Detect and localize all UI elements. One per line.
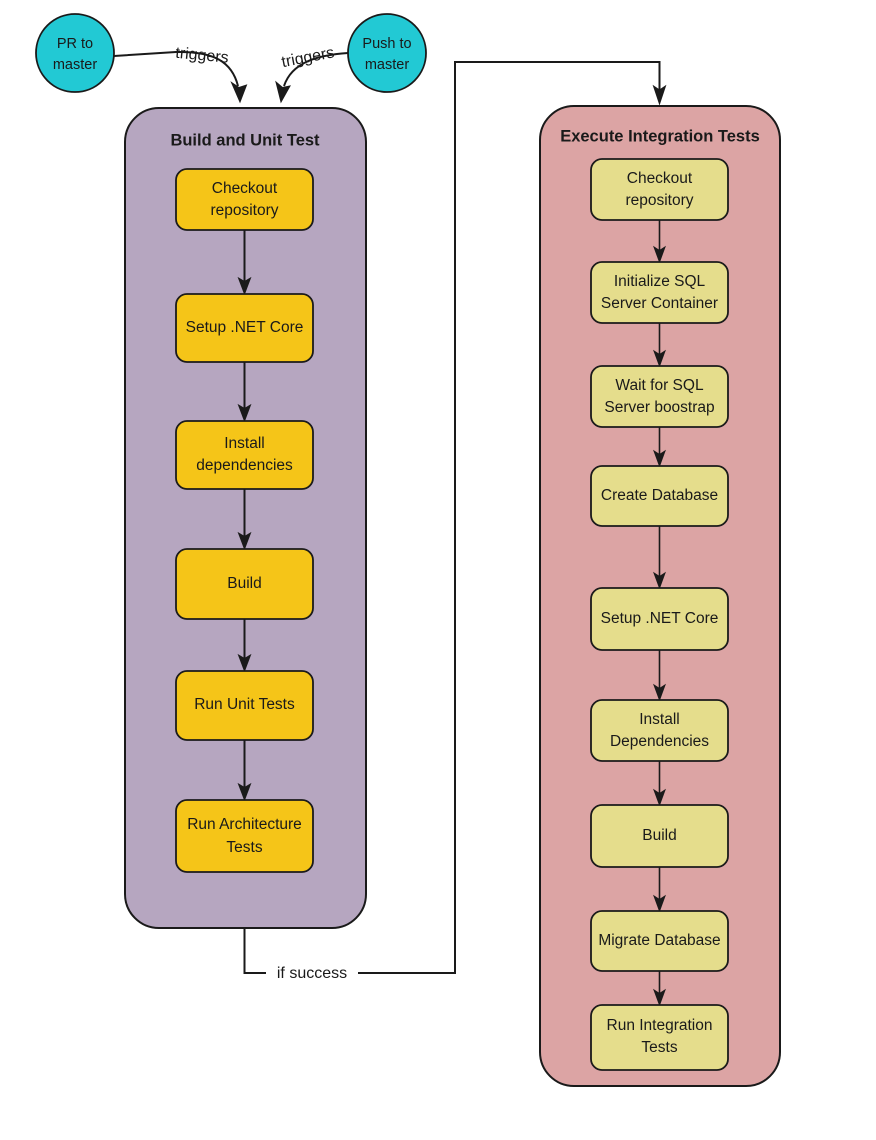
- edge-build-to-unit-tests: [237, 619, 252, 673]
- edge-pr-triggers-build-arrow: [230, 81, 248, 104]
- edge-r6-r7-arrow: [653, 788, 666, 807]
- edge-r2-r3-arrow: [653, 349, 666, 368]
- node-checkout-repository-2-shape[interactable]: [590, 158, 729, 221]
- node-initialize-sql-server-container-label-line2: Server Container: [601, 295, 718, 312]
- edge-pr-triggers-build-line: [113, 50, 239, 87]
- trigger-pr-to-master[interactable]: PR to master: [35, 13, 115, 93]
- node-run-architecture-tests[interactable]: Run Architecture Tests: [175, 799, 314, 873]
- trigger-pr-to-master-label-line2: master: [53, 57, 97, 73]
- edge-r5-r6-arrow: [653, 683, 666, 702]
- trigger-push-to-master-shape[interactable]: [347, 13, 427, 93]
- edge-if-success: if success: [243, 61, 667, 985]
- node-setup-dotnet-core-2[interactable]: Setup .NET Core: [590, 587, 729, 651]
- edge-setup-to-install-arrow: [237, 403, 252, 423]
- node-wait-for-sql-server-boostrap-label-line2: Server boostrap: [604, 399, 714, 416]
- edge-r7-r8: [653, 867, 666, 913]
- edge-label-if-success: if success: [277, 965, 347, 982]
- edge-install-to-build: [237, 489, 252, 551]
- edge-build-to-unit-tests-arrow: [237, 653, 252, 673]
- edge-if-success-arrow: [652, 84, 667, 106]
- trigger-push-to-master-label-line2: master: [365, 57, 409, 73]
- trigger-pr-to-master-shape[interactable]: [35, 13, 115, 93]
- node-checkout-repository-label-line1: Checkout: [212, 180, 278, 197]
- node-build-2[interactable]: Build: [590, 804, 729, 868]
- node-initialize-sql-server-container-shape[interactable]: [590, 261, 729, 324]
- edge-r8-r9: [653, 971, 666, 1007]
- node-create-database[interactable]: Create Database: [590, 465, 729, 527]
- edge-push-triggers-build: [275, 52, 349, 104]
- edge-unit-tests-to-architecture-tests-arrow: [237, 782, 252, 802]
- edge-r8-r9-arrow: [653, 988, 666, 1007]
- edge-setup-to-install: [237, 362, 252, 423]
- node-build-label-line1: Build: [227, 575, 261, 592]
- node-build[interactable]: Build: [175, 548, 314, 620]
- node-setup-dotnet-core-label-line1: Setup .NET Core: [186, 319, 304, 336]
- node-run-architecture-tests-label-line2: Tests: [226, 839, 262, 856]
- node-run-architecture-tests-shape[interactable]: [175, 799, 314, 873]
- node-wait-for-sql-server-boostrap-shape[interactable]: [590, 365, 729, 428]
- node-migrate-database[interactable]: Migrate Database: [590, 910, 729, 972]
- edge-label-triggers-right: triggers: [280, 44, 336, 71]
- container-execute-integration-tests-title: Execute Integration Tests: [560, 127, 760, 145]
- trigger-push-to-master[interactable]: Push to master: [347, 13, 427, 93]
- node-initialize-sql-server-container[interactable]: Initialize SQL Server Container: [590, 261, 729, 324]
- node-run-architecture-tests-label-line1: Run Architecture: [187, 816, 302, 833]
- edge-r3-r4: [653, 427, 666, 468]
- edge-r3-r4-arrow: [653, 449, 666, 468]
- trigger-push-to-master-label-line1: Push to: [362, 36, 411, 52]
- edge-checkout-to-setup-arrow: [237, 276, 252, 296]
- node-install-dependencies-2-shape[interactable]: [590, 699, 729, 762]
- node-setup-dotnet-core-2-label-line1: Setup .NET Core: [601, 610, 719, 627]
- node-setup-dotnet-core[interactable]: Setup .NET Core: [175, 293, 314, 363]
- edge-r5-r6: [653, 650, 666, 702]
- node-run-unit-tests-label-line1: Run Unit Tests: [194, 696, 295, 713]
- node-install-dependencies-2-label-line2: Dependencies: [610, 733, 709, 750]
- node-build-2-label-line1: Build: [642, 827, 676, 844]
- node-checkout-repository-label-line2: repository: [210, 202, 278, 219]
- node-checkout-repository-2-label-line2: repository: [625, 192, 693, 209]
- node-install-dependencies-shape[interactable]: [175, 420, 314, 490]
- node-wait-for-sql-server-boostrap[interactable]: Wait for SQL Server boostrap: [590, 365, 729, 428]
- node-checkout-repository-shape[interactable]: [175, 168, 314, 231]
- edge-r1-r2: [653, 220, 666, 264]
- node-run-unit-tests[interactable]: Run Unit Tests: [175, 670, 314, 741]
- edge-r4-r5: [653, 526, 666, 590]
- node-run-integration-tests[interactable]: Run Integration Tests: [590, 1004, 729, 1071]
- node-install-dependencies-2[interactable]: Install Dependencies: [590, 699, 729, 762]
- container-build-and-unit-test-title: Build and Unit Test: [170, 131, 320, 149]
- edge-r7-r8-arrow: [653, 894, 666, 913]
- edge-r6-r7: [653, 761, 666, 807]
- trigger-pr-to-master-label-line1: PR to: [57, 36, 93, 52]
- edge-install-to-build-arrow: [237, 531, 252, 551]
- node-install-dependencies-label-line2: dependencies: [196, 457, 293, 474]
- edge-r4-r5-arrow: [653, 571, 666, 590]
- edge-r2-r3: [653, 323, 666, 368]
- node-checkout-repository-2-label-line1: Checkout: [627, 170, 693, 187]
- node-initialize-sql-server-container-label-line1: Initialize SQL: [614, 273, 706, 290]
- node-wait-for-sql-server-boostrap-label-line1: Wait for SQL: [615, 377, 704, 394]
- node-install-dependencies[interactable]: Install dependencies: [175, 420, 314, 490]
- node-run-integration-tests-label-line1: Run Integration: [607, 1017, 713, 1034]
- node-run-integration-tests-label-line2: Tests: [641, 1039, 677, 1056]
- edge-checkout-to-setup: [237, 230, 252, 296]
- edge-if-success-label-backdrop: [266, 961, 358, 985]
- node-create-database-label-line1: Create Database: [601, 487, 718, 504]
- node-run-integration-tests-shape[interactable]: [590, 1004, 729, 1071]
- node-checkout-repository[interactable]: Checkout repository: [175, 168, 314, 231]
- edge-if-success-line: [243, 61, 661, 974]
- node-migrate-database-label-line1: Migrate Database: [598, 932, 720, 949]
- edge-r1-r2-arrow: [653, 245, 666, 264]
- edge-push-triggers-build-line: [283, 52, 349, 87]
- node-install-dependencies-2-label-line1: Install: [639, 711, 680, 728]
- node-checkout-repository-2[interactable]: Checkout repository: [590, 158, 729, 221]
- node-install-dependencies-label-line1: Install: [224, 435, 265, 452]
- edge-pr-triggers-build: [113, 50, 248, 104]
- edge-unit-tests-to-architecture-tests: [237, 740, 252, 802]
- edge-push-triggers-build-arrow: [275, 80, 291, 104]
- edge-label-triggers-left: triggers: [175, 45, 230, 67]
